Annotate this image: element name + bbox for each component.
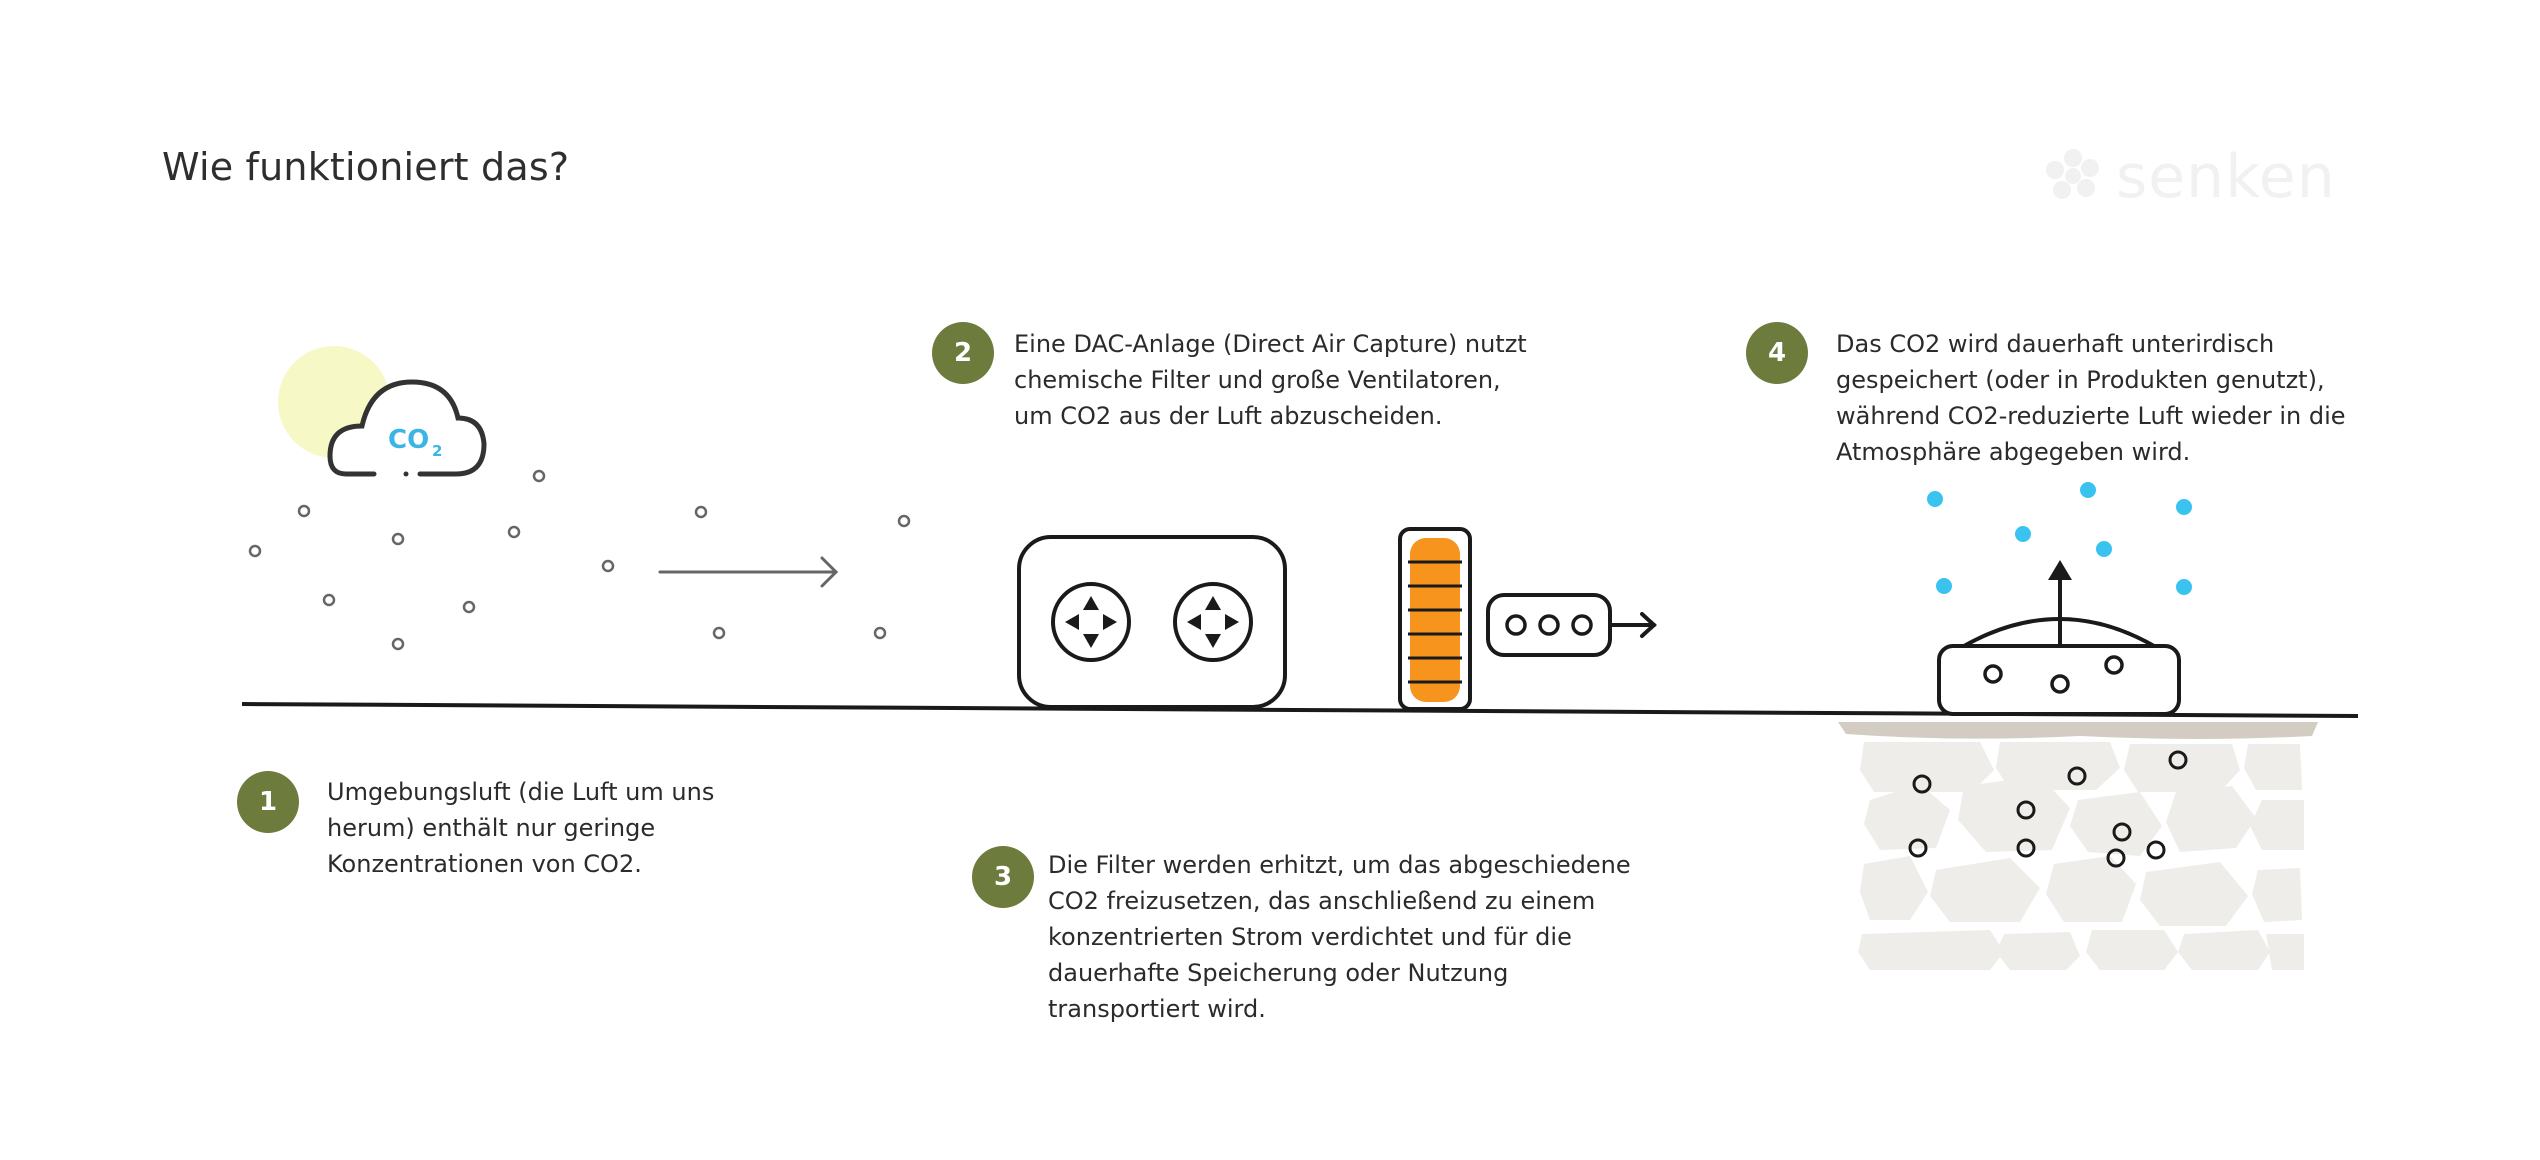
step-1-text: Umgebungsluft (die Luft um uns herum) en…	[327, 778, 715, 878]
ambient-co2-particles	[248, 469, 911, 651]
step-4-badge: 4	[1746, 322, 1808, 384]
step-2-text: Eine DAC-Anlage (Direct Air Capture) nut…	[1014, 330, 1527, 430]
co2-label: CO	[388, 425, 429, 455]
storage-dome-icon	[1937, 560, 2181, 716]
filter-cartridge-icon	[1398, 527, 1472, 711]
fan-icon	[1173, 582, 1253, 662]
release-arrow	[2048, 560, 2072, 646]
flower-icon	[2046, 149, 2099, 199]
dac-fan-unit-icon	[1017, 535, 1287, 709]
stored-co2-bubbles	[1908, 750, 2188, 868]
step-2-badge: 2	[932, 322, 994, 384]
step-3-text: Die Filter werden erhitzt, um das abgesc…	[1048, 851, 1631, 1023]
co2-cloud-icon: CO 2	[327, 379, 487, 477]
brand-logo: senken	[2042, 142, 2336, 212]
air-flow-arrow	[658, 556, 839, 588]
step-3-badge: 3	[972, 846, 1034, 908]
compressor-icon	[1486, 593, 1657, 657]
underground-rock-icon	[1838, 722, 2318, 970]
fan-icon	[1051, 582, 1131, 662]
page-title: Wie funktioniert das?	[162, 145, 570, 189]
brand-name: senken	[2116, 142, 2336, 212]
released-air-particles	[1927, 482, 2192, 595]
step-1-badge: 1	[237, 771, 299, 833]
co2-subscript: 2	[432, 442, 442, 460]
step-4-text: Das CO2 wird dauerhaft unterirdisch gesp…	[1836, 330, 2346, 466]
